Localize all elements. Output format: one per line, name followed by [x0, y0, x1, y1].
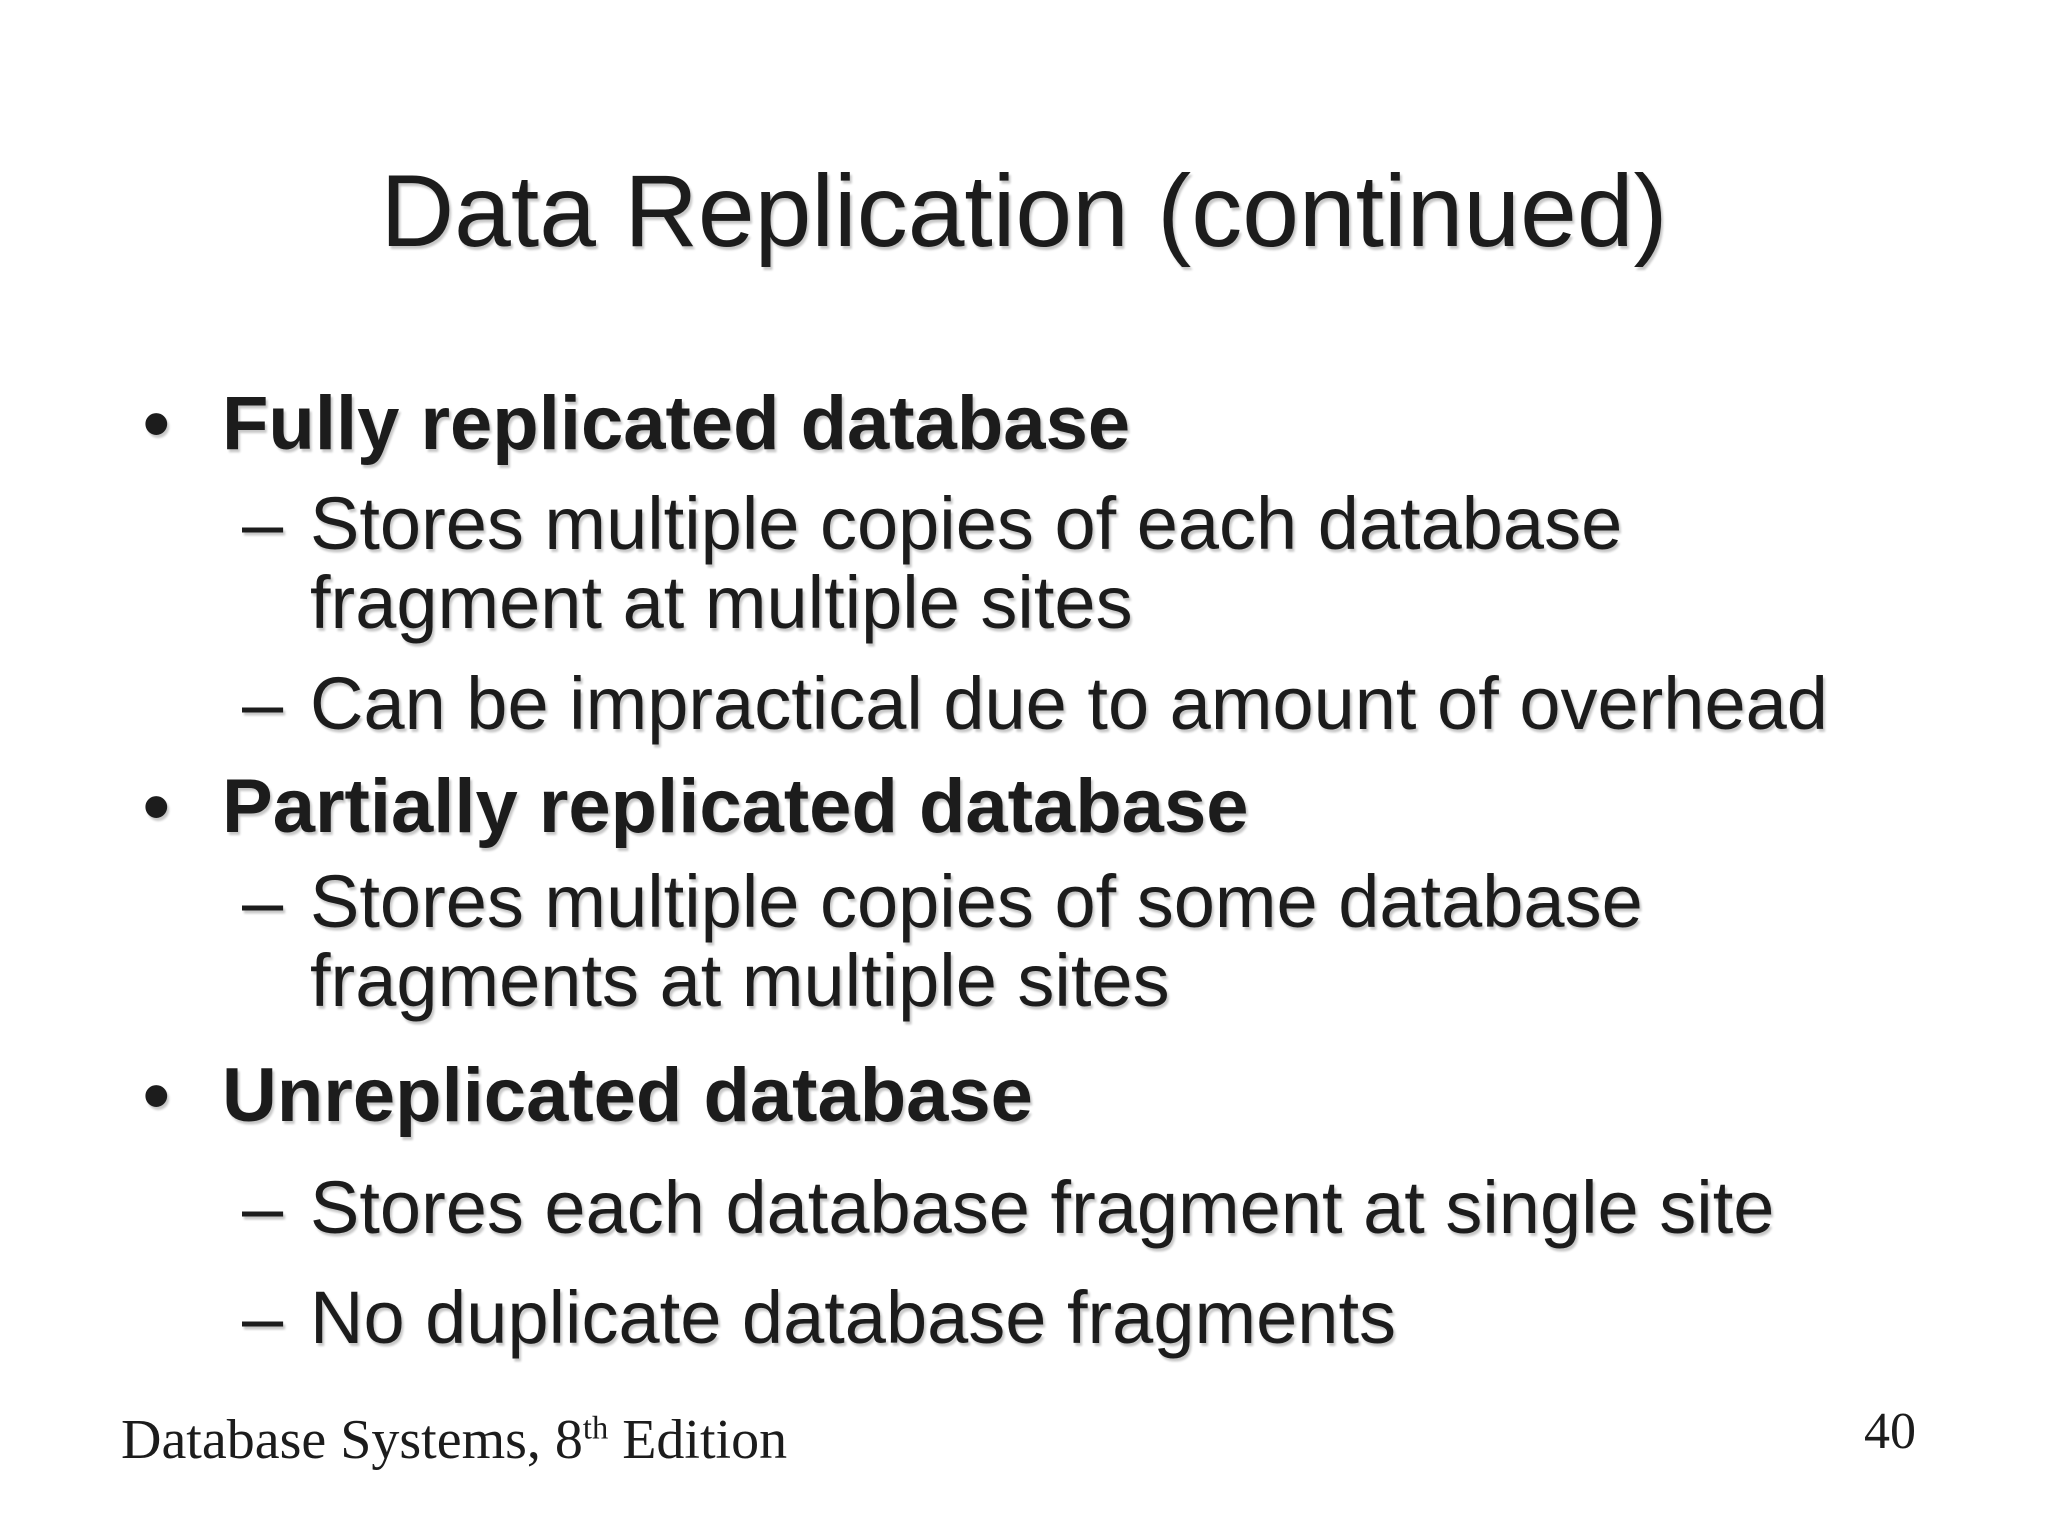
bullet-line: fragments at multiple sites — [310, 939, 1170, 1022]
bullet-item-stores-some-db-copies: – Stores multiple copies of some databas… — [143, 862, 1943, 1020]
bullet-line: Unreplicated database — [222, 1053, 1033, 1138]
bullet-line: No duplicate database fragments — [310, 1276, 1397, 1359]
slide-title: Data Replication (continued) — [380, 154, 1668, 268]
bullet-item-partially-replicated: • Partially replicated database — [143, 761, 1943, 853]
dash-marker: – — [242, 662, 284, 745]
dash-marker: – — [242, 482, 284, 565]
dash-marker: – — [242, 860, 284, 943]
footer-superscript-th: th — [582, 1410, 609, 1447]
bullet-line: Stores each database fragment at single … — [310, 1166, 1775, 1249]
bullet-line: Partially replicated database — [222, 764, 1249, 849]
bullet-item-fully-replicated: • Fully replicated database — [143, 378, 1943, 470]
bullet-item-stores-each-db-copies: – Stores multiple copies of each databas… — [143, 484, 1943, 642]
bullet-marker: • — [143, 1053, 170, 1138]
dash-marker: – — [242, 1166, 284, 1249]
bullet-line: fragment at multiple sites — [310, 561, 1133, 644]
bullet-marker: • — [143, 381, 170, 466]
dash-marker: – — [242, 1276, 284, 1359]
bullet-list: • Fully replicated database – Stores mul… — [143, 378, 1943, 1357]
bullet-line: Stores multiple copies of some database — [310, 860, 1643, 943]
footer-title-prefix: Database Systems, 8 — [121, 1409, 583, 1471]
bullet-line: Fully replicated database — [222, 381, 1131, 466]
bullet-item-single-site: – Stores each database fragment at singl… — [143, 1168, 1943, 1247]
footer-book-title: Database Systems, 8th Edition — [121, 1412, 787, 1468]
bullet-item-unreplicated: • Unreplicated database — [143, 1050, 1943, 1142]
bullet-line: Can be impractical due to amount of over… — [310, 662, 1828, 745]
bullet-marker: • — [143, 764, 170, 849]
bullet-line: Stores multiple copies of each database — [310, 482, 1623, 565]
page-number: 40 — [1864, 1403, 1916, 1460]
bullet-item-no-duplicates: – No duplicate database fragments — [143, 1278, 1943, 1357]
footer-title-suffix: Edition — [608, 1409, 788, 1471]
bullet-item-impractical-overhead: – Can be impractical due to amount of ov… — [143, 664, 1943, 743]
